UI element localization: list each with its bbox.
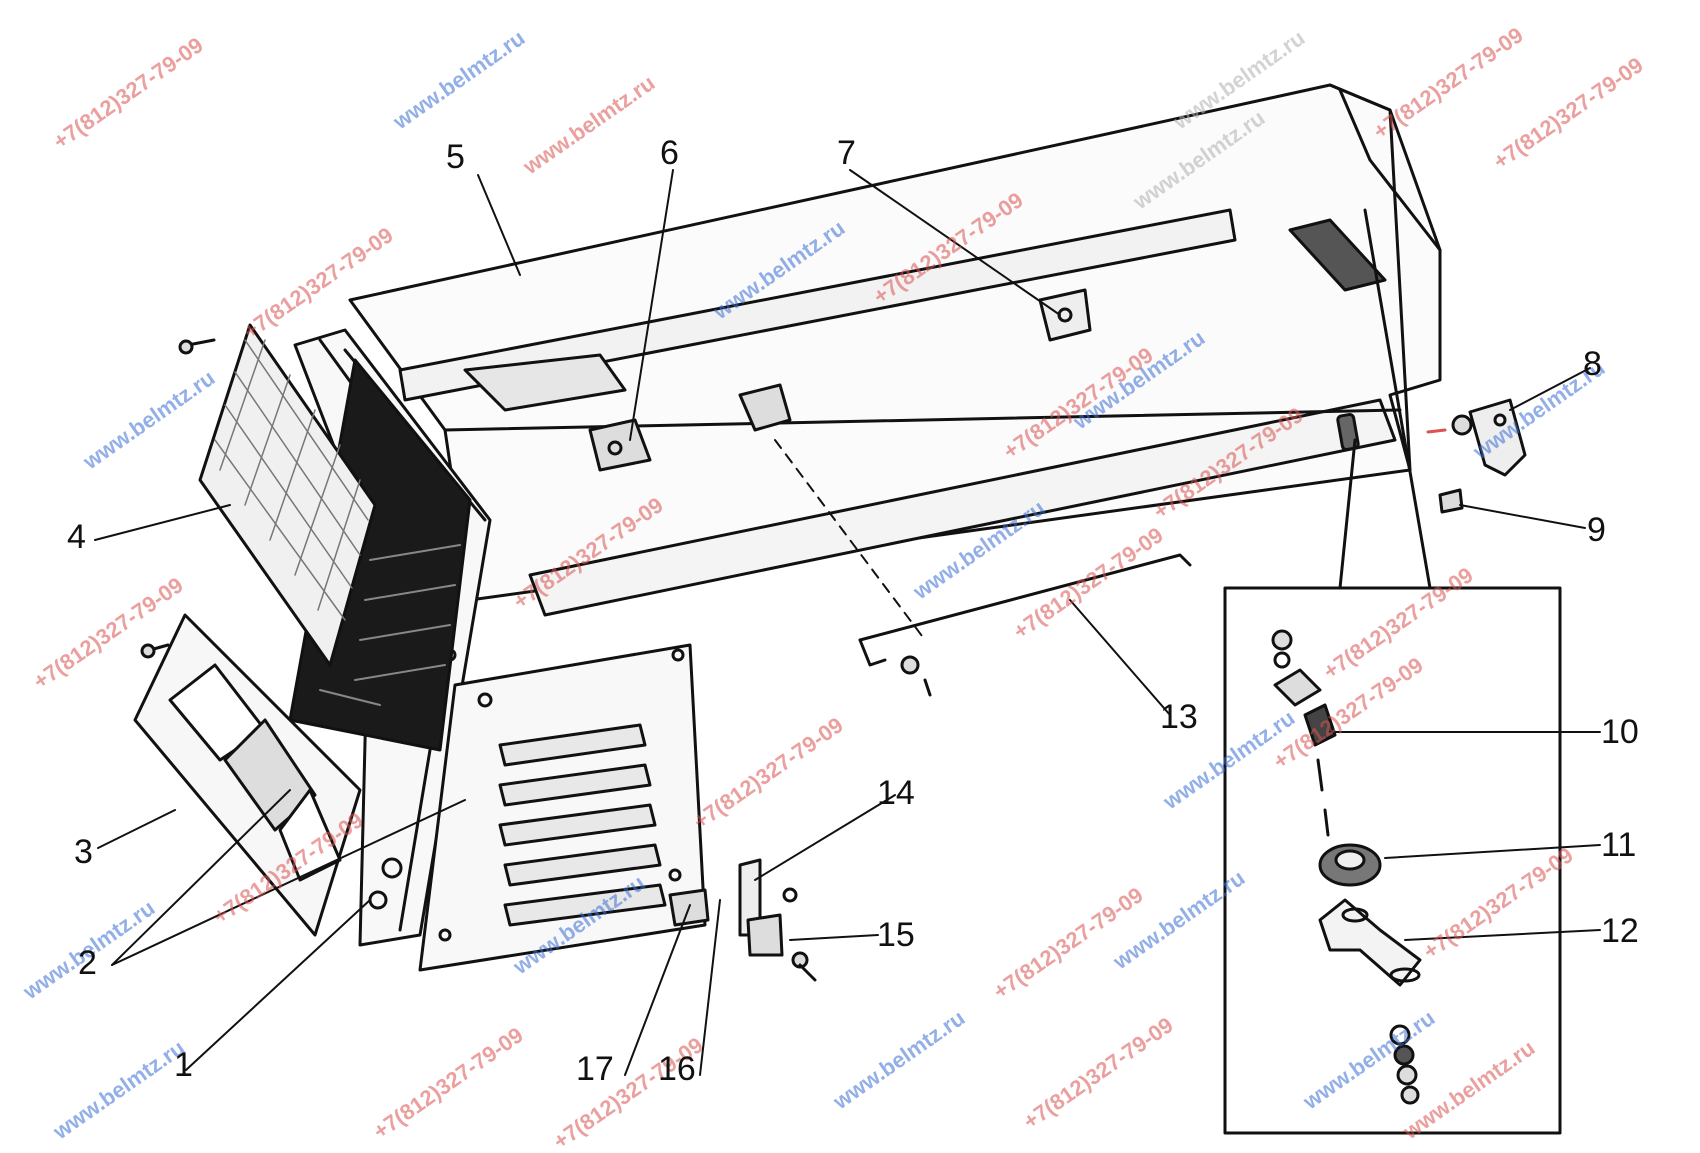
inset-leader-right [1363,208,1432,590]
hood-lock [1426,398,1527,514]
watermark-phone: +7(812)327-79-09 [1369,22,1528,144]
callout-2: 2 [78,944,97,982]
callout-15: 15 [877,916,915,954]
callout-3: 3 [74,833,93,871]
callout-14: 14 [877,774,915,812]
watermark-phone: +7(812)327-79-09 [49,32,208,154]
callout-13: 13 [1160,698,1198,736]
callout-5: 5 [446,138,465,176]
callout-17: 17 [576,1050,614,1088]
watermark-phone: +7(812)327-79-09 [1009,522,1168,644]
support-rod [858,553,1192,697]
watermark-site: www.belmtz.ru [78,365,220,475]
hinge-parts [668,858,817,982]
callout-6: 6 [660,134,679,172]
louvered-side-panel [418,643,707,972]
watermark-phone: +7(812)327-79-09 [1489,52,1648,174]
watermark-site: www.belmtz.ru [518,70,660,180]
callout-9: 9 [1587,511,1606,549]
callout-7: 7 [837,134,856,172]
watermark-site: www.belmtz.ru [48,1035,190,1145]
watermark-site: www.belmtz.ru [828,1005,970,1115]
side-panel [133,613,362,937]
hood-body [348,83,1442,617]
front-grille-mesh [178,323,377,667]
watermark-site: www.belmtz.ru [388,25,530,135]
callout-8: 8 [1583,345,1602,383]
callout-12: 12 [1601,912,1639,950]
watermark-phone: +7(812)327-79-09 [369,1022,528,1144]
inset-leader-left [1338,438,1357,590]
callout-1: 1 [174,1046,193,1084]
watermark-phone: +7(812)327-79-09 [1019,1012,1178,1134]
callout-11: 11 [1601,826,1637,864]
leader-lines [94,169,1601,1076]
callout-10: 10 [1601,713,1639,751]
callout-16: 16 [658,1050,696,1088]
watermark-phone: +7(812)327-79-09 [689,712,848,834]
mount-stack [1271,629,1422,1105]
dashed-guide [774,439,926,641]
callout-4: 4 [67,518,86,556]
